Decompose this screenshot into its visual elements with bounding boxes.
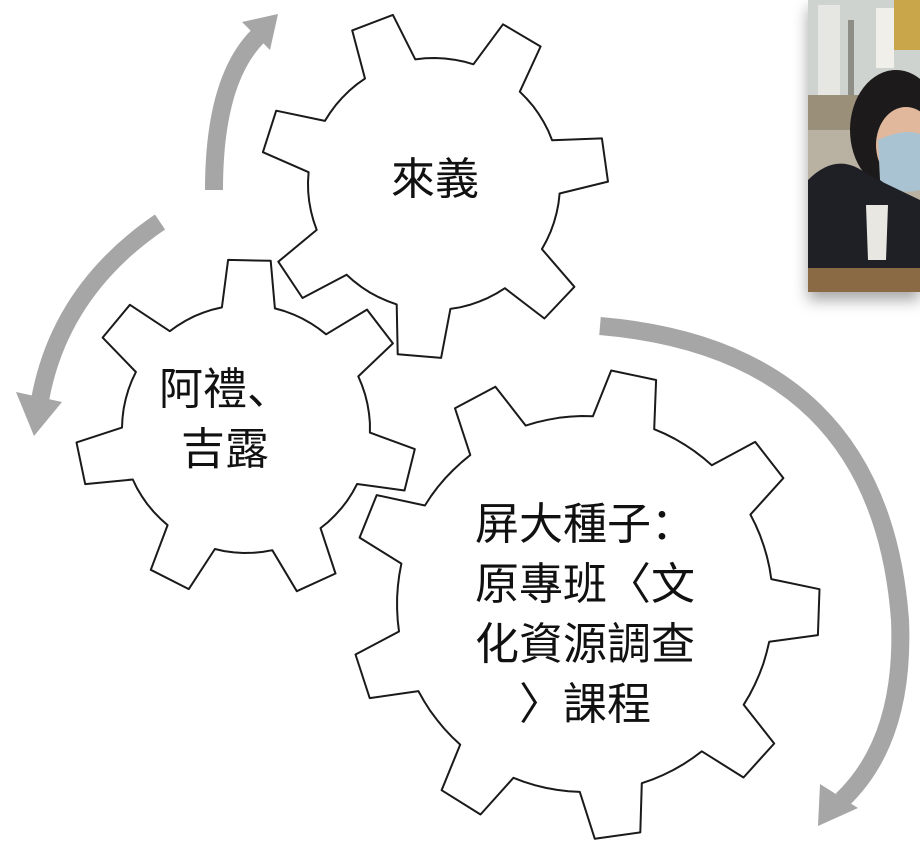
gear-label-line: 阿禮、	[159, 364, 291, 415]
gear-label-line: 來義	[391, 154, 479, 205]
gear-label-left: 阿禮、吉露	[120, 340, 330, 500]
arrow-top-to-left	[31, 214, 166, 402]
arrow-left-to-top	[205, 29, 265, 191]
gear-label-big: 屏大種子： 原專班〈文化資源調查〉課程	[430, 450, 740, 780]
gear-group	[75, 13, 821, 840]
cycle-arrows	[16, 14, 910, 826]
gear-label-top: 來義	[330, 120, 540, 240]
arrow-top-to-left-head	[16, 392, 62, 436]
classroom-photo	[808, 0, 920, 292]
gear-left	[75, 258, 416, 593]
gear-label-line: 屏大種子：	[475, 499, 695, 550]
gear-label-line: 〉課程	[519, 679, 651, 730]
gear-top	[261, 13, 609, 359]
gear-big	[354, 369, 821, 840]
arrow-big-arc-head	[818, 784, 858, 826]
gear-label-line: 化資源調查	[475, 619, 695, 670]
arrow-big-arc	[599, 317, 910, 807]
gear-label-line: 吉露	[181, 424, 269, 475]
photo-icon	[808, 0, 920, 292]
gear-label-line: 原專班〈文	[475, 559, 695, 610]
arrow-left-to-top-head	[242, 14, 278, 50]
